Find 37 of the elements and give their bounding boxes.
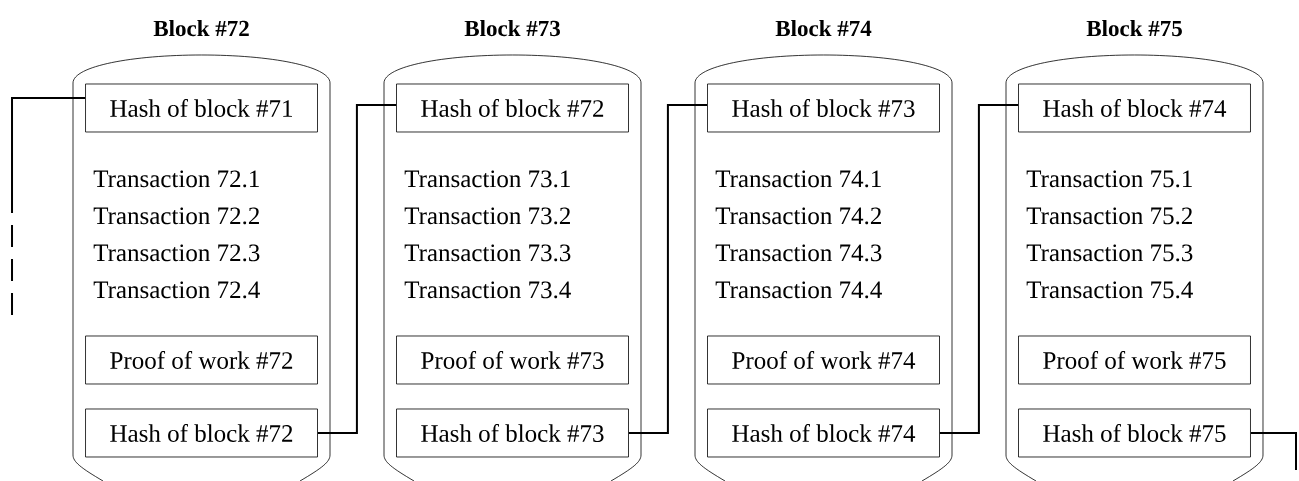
transaction-text: Transaction 75.3 [1026, 244, 1193, 262]
text-box: Hash of block #72 [396, 83, 629, 133]
transaction-text: Transaction 73.1 [404, 170, 570, 188]
text-box: Proof of work #73 [396, 335, 629, 385]
transaction-text: Transaction 75.2 [1026, 207, 1192, 225]
transaction-text: Transaction 74.4 [715, 281, 882, 299]
text-box: Proof of work #74 [707, 335, 940, 385]
transaction-text: Transaction 72.4 [93, 281, 260, 299]
transaction-text: Transaction 72.3 [93, 244, 260, 262]
connector-line [938, 104, 1020, 434]
connector-line [1249, 432, 1297, 471]
transaction-text: Transaction 72.2 [93, 207, 259, 225]
text-box: Hash of block #73 [396, 408, 629, 458]
transaction-text: Transaction 73.3 [404, 244, 571, 262]
text-box: Proof of work #72 [85, 335, 318, 385]
transaction-text: Transaction 75.1 [1026, 170, 1192, 188]
block-heading: Block #74 [775, 20, 872, 37]
transaction-text: Transaction 73.4 [404, 281, 571, 299]
block-heading: Block #73 [464, 20, 560, 37]
block-heading: Block #75 [1086, 20, 1182, 37]
connector-line [11, 97, 87, 316]
transaction-text: Transaction 73.2 [404, 207, 570, 225]
text-box: Hash of block #72 [85, 408, 318, 458]
text-box: Hash of block #71 [85, 83, 318, 133]
text-box: Hash of block #74 [1018, 83, 1251, 133]
connector-line [627, 104, 709, 434]
text-box: Proof of work #75 [1018, 335, 1251, 385]
connector-line [316, 104, 398, 434]
block-heading: Block #72 [153, 20, 249, 37]
text-box: Hash of block #75 [1018, 408, 1251, 458]
transaction-text: Transaction 72.1 [93, 170, 259, 188]
text-box: Hash of block #73 [707, 83, 940, 133]
transaction-text: Transaction 75.4 [1026, 281, 1193, 299]
text-box: Hash of block #74 [707, 408, 940, 458]
transaction-text: Transaction 74.3 [715, 244, 882, 262]
transaction-text: Transaction 74.2 [715, 207, 881, 225]
transaction-text: Transaction 74.1 [715, 170, 881, 188]
